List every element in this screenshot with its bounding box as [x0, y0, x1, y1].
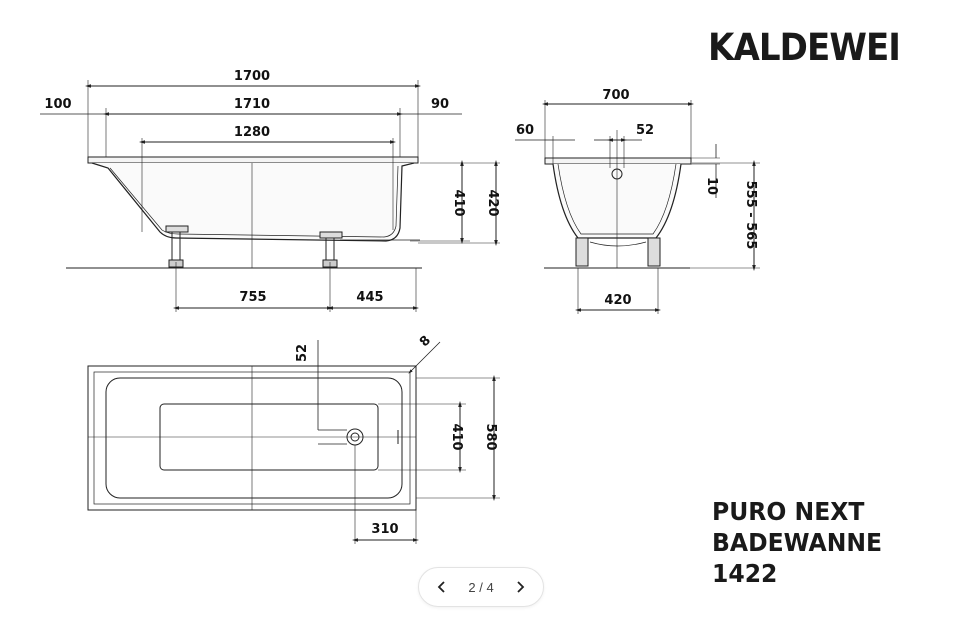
dim-90: 90 [431, 97, 449, 112]
dim-445: 445 [356, 290, 383, 305]
dim-100: 100 [44, 97, 71, 112]
product-title-line1: PURO NEXT [712, 497, 865, 526]
end-rim [544, 157, 692, 165]
dim-700: 700 [602, 88, 629, 103]
chevron-left-icon [437, 581, 445, 593]
dim-1700: 1700 [234, 69, 270, 84]
dim-60: 60 [516, 123, 534, 138]
dim-310: 310 [371, 522, 398, 537]
side-view [40, 80, 500, 312]
dim-410-plan: 410 [449, 423, 464, 450]
dim-1280: 1280 [234, 125, 270, 140]
dim-755: 755 [239, 290, 266, 305]
end-feet [575, 237, 661, 267]
plan-view-labels: 52 8 410 580 310 [295, 333, 498, 537]
product-title: PURO NEXT BADEWANNE 1422 [712, 496, 882, 589]
dim-420-end: 420 [604, 293, 631, 308]
dim-52-plan: 52 [295, 344, 310, 362]
total-pages: 4 [486, 579, 494, 595]
dim-420-side: 420 [485, 189, 500, 216]
previous-page-button[interactable] [433, 578, 451, 596]
side-tub-body [91, 162, 415, 242]
dim-580: 580 [483, 423, 498, 450]
dim-410-side: 410 [451, 189, 466, 216]
page-counter: 2 / 4 [468, 580, 493, 595]
chevron-right-icon [517, 581, 525, 593]
plan-view [87, 340, 500, 544]
end-view-labels: 700 60 52 10 555 - 565 420 [516, 88, 758, 308]
dim-555-565: 555 - 565 [743, 181, 758, 250]
side-view-labels: 1700 100 1710 90 1280 755 445 410 420 [44, 69, 500, 305]
current-page: 2 [468, 579, 476, 595]
side-rim [87, 156, 419, 164]
side-foot-left [165, 225, 189, 268]
dim-1710: 1710 [234, 97, 270, 112]
product-title-line2: BADEWANNE [712, 528, 883, 557]
next-page-button[interactable] [511, 578, 529, 596]
side-foot-right [319, 231, 343, 268]
pagination-control: 2 / 4 [418, 567, 544, 607]
product-title-line3: 1422 [712, 559, 778, 588]
end-view [515, 100, 760, 314]
dim-52-end: 52 [636, 123, 654, 138]
plan-inner-basin [105, 377, 403, 499]
dim-10: 10 [704, 177, 719, 195]
dim-8: 8 [417, 333, 434, 350]
page-separator: / [479, 579, 483, 595]
kaldewei-logo: KALDEWEI [708, 26, 901, 69]
